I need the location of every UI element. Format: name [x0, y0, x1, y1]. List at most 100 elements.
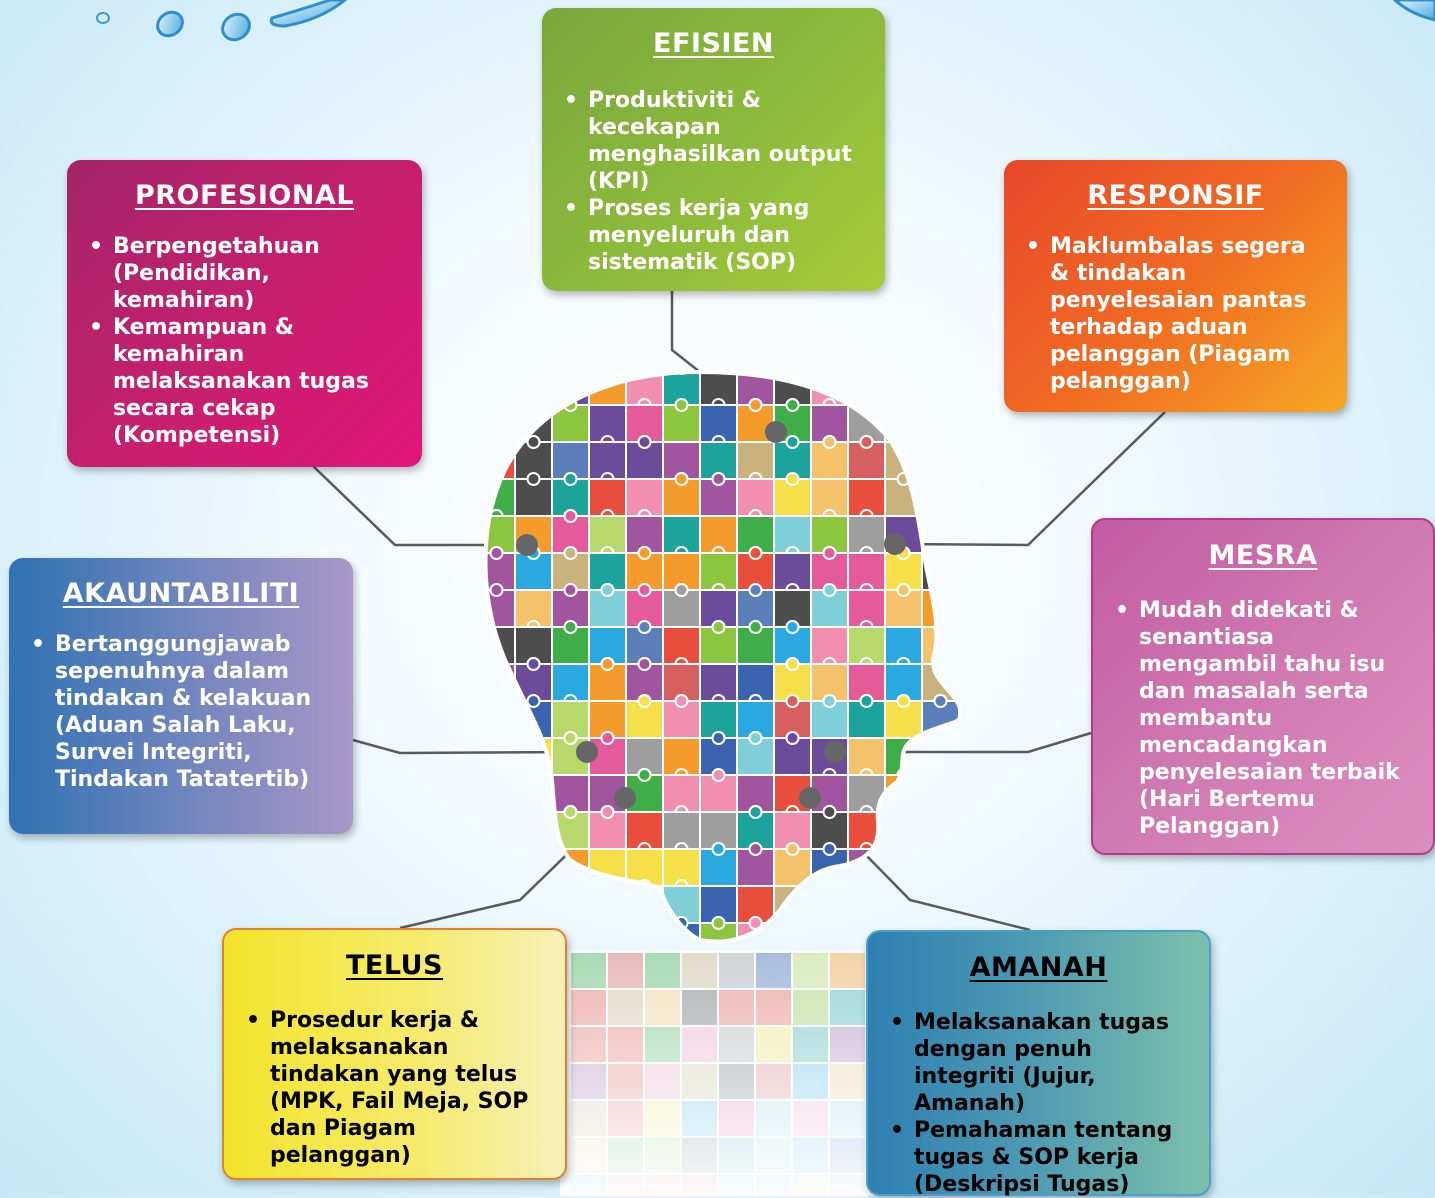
puzzle-piece	[551, 885, 590, 924]
puzzle-knob	[822, 546, 837, 560]
reflection-fade	[560, 950, 880, 1196]
puzzle-knob	[785, 694, 800, 708]
puzzle-knob	[748, 805, 763, 819]
puzzle-knob	[896, 694, 911, 708]
puzzle-knob	[785, 398, 800, 412]
dot-profesional	[516, 534, 538, 556]
puzzle-piece	[485, 737, 516, 776]
akauntabiliti-box: AKAUNTABILITI Bertanggungjawab sepenuhny…	[9, 558, 353, 834]
head-outline	[483, 369, 963, 944]
efisien-title: EFISIEN	[653, 28, 774, 59]
puzzle-knob	[526, 768, 541, 782]
puzzle-knob	[563, 583, 578, 597]
puzzle-piece	[485, 372, 516, 406]
puzzle-piece	[958, 478, 961, 517]
puzzle-knob	[785, 842, 800, 856]
puzzle-knob	[600, 731, 615, 745]
water-drops-icon	[96, 0, 1435, 42]
puzzle-knob	[933, 472, 948, 486]
puzzle-piece	[921, 774, 960, 813]
puzzle-knob	[637, 435, 652, 449]
puzzle-knob	[785, 620, 800, 634]
puzzle-knob	[563, 546, 578, 560]
amanah-title: AMANAH	[969, 952, 1108, 983]
puzzle-piece	[921, 441, 960, 480]
dot-responsif	[884, 533, 906, 555]
puzzle-knob	[489, 398, 504, 412]
akauntabiliti-list: Bertanggungjawab sepenuhnya dalam tindak…	[31, 631, 331, 793]
puzzle-piece	[514, 774, 553, 813]
puzzle-knob	[972, 658, 984, 670]
puzzle-knob	[933, 768, 948, 782]
puzzle-knob	[600, 916, 615, 930]
list-item: Berpengetahuan (Pendidikan, kemahiran)	[89, 233, 400, 314]
efisien-box: EFISIEN Produktiviti & kecekapan menghas…	[542, 8, 885, 291]
puzzle-knob	[600, 805, 615, 819]
puzzle-knob	[526, 435, 541, 449]
puzzle-knob	[563, 879, 578, 893]
amanah-box: AMANAH Melaksanakan tugas dengan penuh i…	[866, 930, 1211, 1198]
puzzle-knob	[526, 472, 541, 486]
puzzle-knob	[563, 372, 578, 375]
connector-responsif	[894, 411, 1166, 547]
puzzle-knob	[933, 583, 948, 597]
profesional-box: PROFESIONAL Berpengetahuan (Pendidikan, …	[67, 160, 422, 467]
puzzle-piece	[514, 811, 553, 850]
puzzle-knob	[859, 398, 874, 412]
puzzle-knob	[489, 731, 504, 745]
puzzle-piece	[921, 404, 960, 443]
telus-title: TELUS	[346, 950, 443, 981]
puzzle-piece	[625, 885, 664, 924]
list-item: Maklumbalas segera & tindakan penyelesai…	[1026, 233, 1325, 395]
puzzle-knob	[822, 916, 837, 930]
puzzle-piece	[485, 774, 516, 813]
responsif-title: RESPONSIF	[1087, 180, 1264, 211]
puzzle-piece	[884, 885, 923, 924]
dot-telus	[614, 787, 636, 809]
profesional-title: PROFESIONAL	[134, 180, 355, 211]
puzzle-knob	[711, 472, 726, 486]
puzzle-knob	[785, 435, 800, 449]
puzzle-piece	[514, 372, 553, 406]
dot-efisien	[765, 421, 787, 443]
puzzle-knob	[859, 694, 874, 708]
puzzle-knob	[972, 473, 984, 485]
puzzle-knob	[896, 398, 911, 412]
puzzle-knob	[748, 731, 763, 745]
puzzle-piece	[921, 737, 960, 776]
puzzle-knob	[972, 806, 984, 818]
puzzle-knob	[526, 805, 541, 819]
puzzle-knob	[526, 805, 541, 819]
puzzle-piece	[921, 811, 960, 850]
puzzle-knob	[785, 657, 800, 671]
puzzle-knob	[896, 842, 911, 856]
puzzle-piece	[958, 441, 961, 480]
puzzle-knob	[489, 694, 504, 708]
puzzle-piece	[958, 552, 961, 591]
amanah-list: Melaksanakan tugas dengan penuh integrit…	[890, 1009, 1187, 1198]
puzzle-knob	[859, 879, 874, 893]
puzzle-knob	[933, 879, 948, 893]
puzzle-knob	[785, 731, 800, 745]
list-item: Pemahaman tentang tugas & SOP kerja (Des…	[890, 1117, 1187, 1198]
puzzle-piece	[625, 404, 664, 443]
puzzle-knob	[489, 546, 504, 560]
puzzle-knob	[933, 916, 948, 930]
puzzle-knob	[711, 731, 726, 745]
puzzle-knob	[563, 509, 578, 523]
connector-akauntabiliti	[352, 738, 588, 755]
puzzle-knob	[748, 546, 763, 560]
puzzle-knob	[972, 399, 984, 411]
puzzle-piece	[958, 626, 961, 665]
puzzle-piece	[958, 589, 961, 628]
puzzle-knob	[711, 620, 726, 634]
puzzle-knob	[600, 372, 615, 375]
puzzle-knob	[785, 916, 800, 930]
puzzle-knob	[748, 620, 763, 634]
puzzle-piece	[810, 885, 849, 924]
telus-list: Prosedur kerja & melaksanakan tindakan y…	[246, 1007, 543, 1169]
puzzle-knob	[489, 583, 504, 597]
puzzle-knob	[748, 583, 763, 597]
puzzle-piece	[921, 626, 960, 665]
puzzle-knob	[972, 547, 984, 559]
